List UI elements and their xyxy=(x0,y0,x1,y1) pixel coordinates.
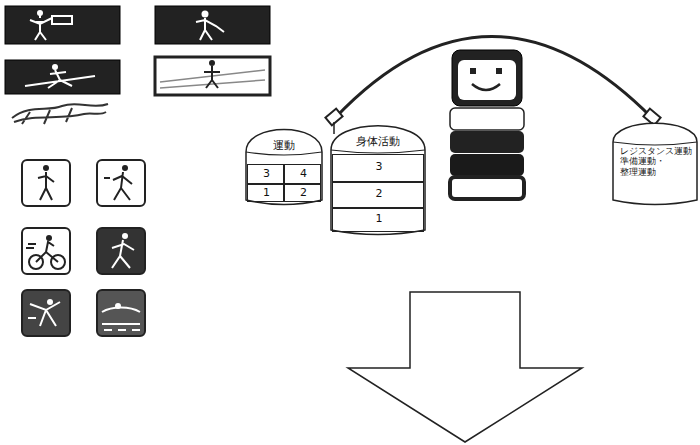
cell-number: 3 xyxy=(333,161,425,174)
running-figure xyxy=(112,240,134,268)
robot-smile xyxy=(472,84,500,90)
robot-face xyxy=(458,60,516,100)
cell-number: 3 xyxy=(248,168,285,181)
stick-figure-head xyxy=(122,165,128,171)
bucket-label: レジスタンス運動 準備運動・ 整理運動 xyxy=(620,146,696,177)
table-cell: 4 xyxy=(284,164,321,184)
stick-figure xyxy=(25,70,95,88)
bucket-body xyxy=(246,130,322,205)
robot-body xyxy=(450,131,524,153)
icon-frame xyxy=(155,6,270,44)
cell-number: 1 xyxy=(248,187,285,200)
grass-scribble xyxy=(12,104,108,124)
bucket-node: 身体活動 3 2 1 xyxy=(330,124,426,236)
icon-frame xyxy=(97,160,145,206)
stick-figure-head xyxy=(46,235,52,241)
icon-frame xyxy=(5,6,120,44)
table-cell: 2 xyxy=(284,184,321,202)
stick-figure xyxy=(196,18,224,40)
bucket-body xyxy=(613,123,697,204)
stick-figure-head xyxy=(115,303,121,309)
stick-figure-head xyxy=(37,10,43,16)
down-arrow xyxy=(348,292,582,442)
cell-number: 4 xyxy=(285,168,322,181)
cell-number: 1 xyxy=(333,213,425,226)
robot-body xyxy=(450,108,524,130)
bucket-rim xyxy=(613,142,697,145)
band-cell: 1 xyxy=(332,208,424,232)
stick-figure xyxy=(30,14,72,40)
stick-figure-head xyxy=(52,64,58,70)
table-cell: 3 xyxy=(247,164,284,184)
icon-frame xyxy=(155,57,270,95)
robot-eye xyxy=(496,68,502,74)
carry-pole xyxy=(335,37,652,119)
cell-number: 2 xyxy=(285,187,322,200)
robot-eye xyxy=(470,68,476,74)
jogging-figure xyxy=(104,172,132,200)
bucket-label: 運動 xyxy=(245,140,323,153)
water-figure xyxy=(102,308,140,331)
icon-frame xyxy=(22,160,70,206)
swimming-figure xyxy=(28,302,60,326)
robot-body xyxy=(450,177,524,199)
icon-frame xyxy=(97,228,145,274)
stick-figure-head xyxy=(202,11,209,18)
bucket-rim xyxy=(331,150,425,153)
stick-figure-head xyxy=(47,299,53,305)
cell-number: 2 xyxy=(333,188,425,201)
stick-figure-head xyxy=(122,233,128,239)
walking-figure xyxy=(38,172,54,200)
bucket-rim xyxy=(246,152,322,155)
bucket-body xyxy=(331,126,425,235)
cycling-figure xyxy=(26,242,58,262)
icon-frame xyxy=(22,228,70,274)
band-cell: 2 xyxy=(332,182,424,208)
robot-body xyxy=(450,154,524,176)
icon-frame xyxy=(22,290,70,336)
stick-figure xyxy=(204,66,220,88)
bucket-label: 身体活動 xyxy=(330,136,426,149)
stick-figure-head xyxy=(209,60,215,66)
bucket-node: 運動 3412 xyxy=(245,128,323,206)
icon-frame xyxy=(97,290,145,336)
stick-figure-head xyxy=(43,165,49,171)
icon-frame xyxy=(5,60,120,94)
band-cell: 3 xyxy=(332,154,424,182)
bucket-node: レジスタンス運動 準備運動・ 整理運動 xyxy=(612,122,698,206)
table-cell: 1 xyxy=(247,184,284,202)
robot-head xyxy=(452,50,522,106)
